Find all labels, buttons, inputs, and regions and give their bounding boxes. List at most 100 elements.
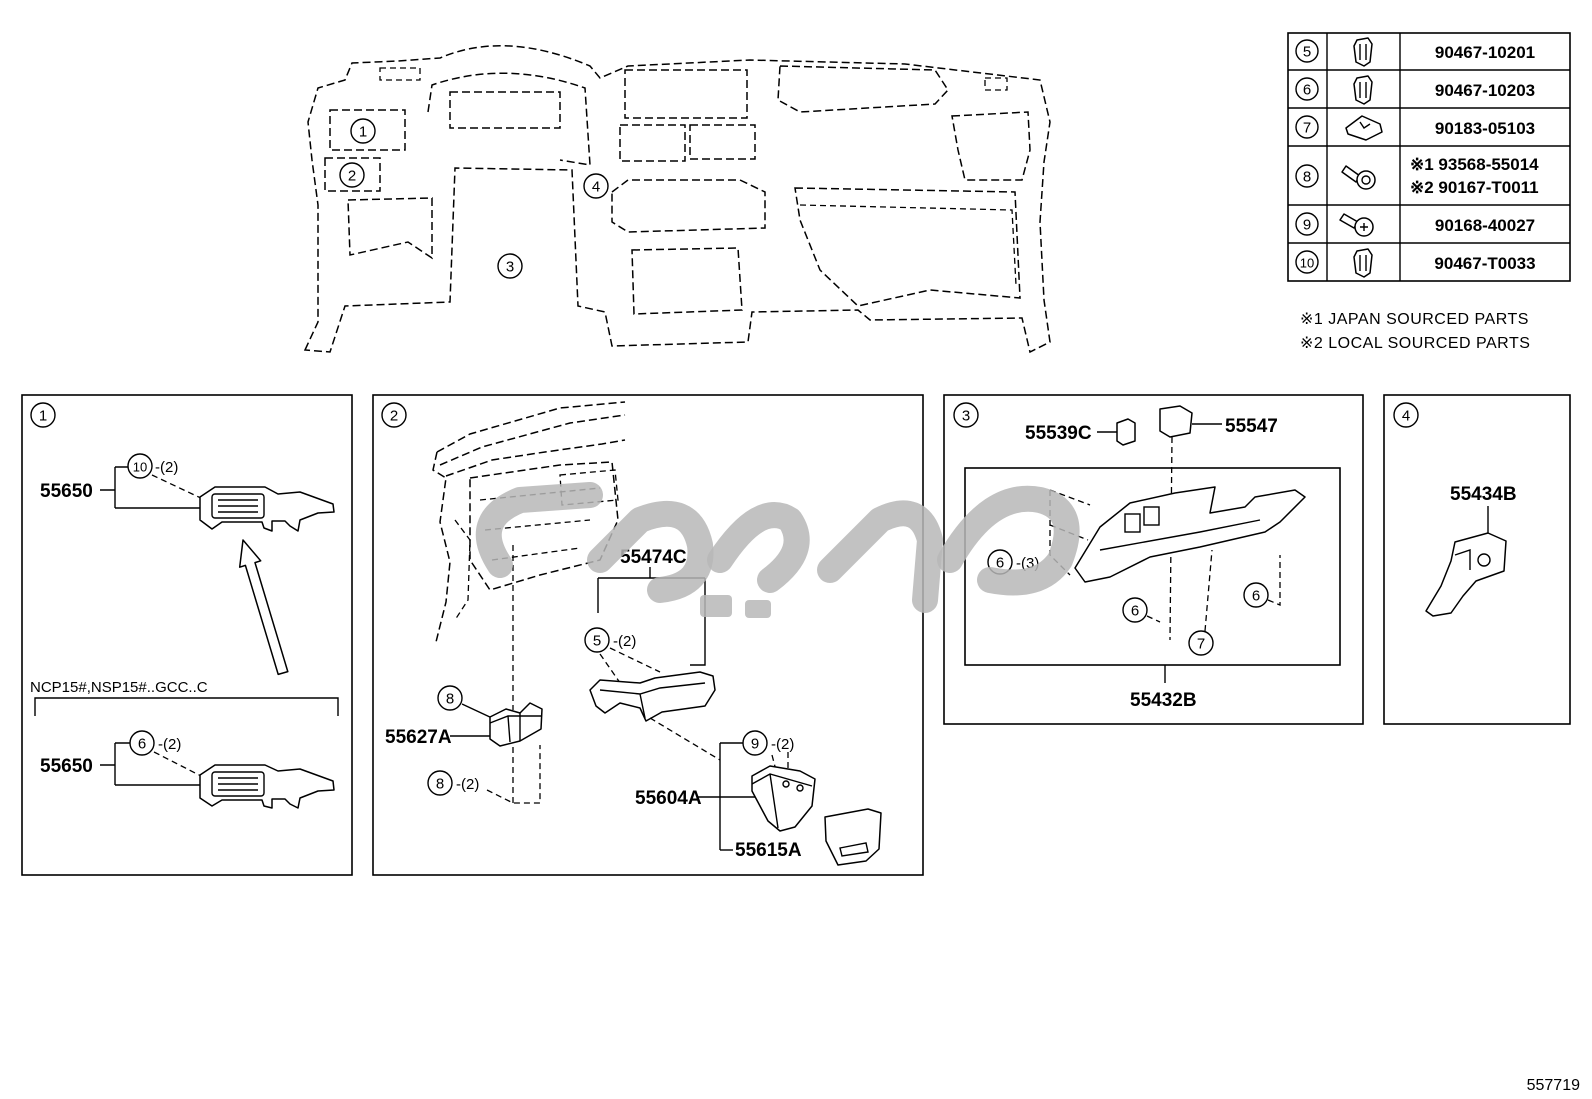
variant-note: NCP15#,NSP15#..GCC..C	[30, 679, 208, 696]
switch-part	[1116, 418, 1136, 446]
part-number-55604A: 55604A	[635, 788, 702, 809]
bracket-part	[489, 702, 543, 747]
center-vent-left-outline	[619, 124, 686, 162]
side-cover-part	[1425, 532, 1507, 617]
part-number-55434B: 55434B	[1450, 484, 1517, 505]
overview-label-2: 2	[339, 162, 365, 188]
area-2-outline	[324, 157, 381, 192]
part-number-55474C: 55474C	[620, 547, 687, 568]
panel-1-label: 1	[39, 408, 47, 425]
table-ref: 10	[1300, 256, 1314, 271]
clip-icon	[1353, 37, 1373, 67]
top-right-vent-outline	[777, 65, 949, 113]
screw-qty: -(2)	[771, 736, 794, 753]
right-vent-outline	[951, 111, 1031, 181]
table-ref: 9	[1303, 217, 1311, 234]
fastener-ref: 5	[593, 633, 601, 650]
part-number-55615A: 55615A	[735, 840, 802, 861]
table-ref: 8	[1303, 169, 1311, 186]
table-part-number: 90467-10203	[1435, 81, 1535, 100]
table-row: 6 90467-10203	[1295, 75, 1535, 105]
fastener-qty: -(2)	[613, 633, 636, 650]
side-vent-part	[199, 486, 335, 532]
part-number-55627A: 55627A	[385, 727, 452, 748]
overview-label-4: 4	[583, 173, 609, 199]
part-number-55547: 55547	[1225, 416, 1278, 437]
note-local-sourced: ※2 LOCAL SOURCED PARTS	[1300, 335, 1530, 352]
dashboard-hood	[427, 72, 591, 166]
dashboard-overview: 1 2 3 4	[303, 45, 1051, 354]
area-1-outline	[329, 109, 406, 151]
hole-cover-part	[1159, 405, 1193, 438]
nut-ref: 7	[1197, 636, 1205, 653]
overview-label-3-text: 3	[506, 259, 514, 276]
lower-left-outline	[347, 197, 433, 260]
instrument-cluster-outline	[449, 91, 561, 129]
top-small-box	[379, 67, 421, 81]
panel-2: 2 55474C 5 -(2) 8 55627A	[372, 394, 924, 876]
table-ref: 6	[1303, 82, 1311, 99]
glovebox-inner	[799, 204, 1017, 286]
top-right-small-box	[984, 77, 1008, 91]
screw-ref-bottom: 8	[436, 776, 444, 793]
fastener-ref: 10	[133, 460, 147, 475]
center-lower-outline	[631, 247, 743, 315]
pocket-cover-part	[824, 808, 882, 866]
part-number-55539C: 55539C	[1025, 423, 1092, 444]
part-number-55650-variant: 55650	[40, 756, 93, 777]
panel-3-label: 3	[962, 408, 970, 425]
part-number-55650: 55650	[40, 481, 93, 502]
table-ref: 5	[1303, 44, 1311, 61]
note-japan-sourced: ※1 JAPAN SOURCED PARTS	[1300, 311, 1529, 328]
watermark-logo	[475, 482, 1080, 618]
center-vent-right-outline	[689, 124, 756, 160]
table-part-number-japan: ※1 93568-55014	[1410, 155, 1539, 174]
table-part-number: 90183-05103	[1435, 119, 1535, 138]
fastener-legend-table: 5 90467-10201 6 90467-10203 7	[1287, 32, 1571, 282]
panel-4: 4 55434B	[1383, 394, 1571, 725]
clip-icon	[1353, 75, 1373, 105]
screw-qty: -(2)	[456, 776, 479, 793]
area-4-outline	[611, 179, 766, 233]
location-arrow	[238, 539, 289, 676]
side-vent-part-variant	[199, 764, 335, 809]
table-row: 10 90467-T0033	[1295, 248, 1536, 278]
table-ref: 7	[1303, 120, 1311, 137]
table-row: 8 ※1 93568-55014 ※2 90167-T0011	[1295, 155, 1539, 197]
fastener-ref: 6	[138, 736, 146, 753]
glovebox-outline	[794, 187, 1021, 307]
panel-4-label: 4	[1402, 408, 1410, 425]
overview-label-2-text: 2	[348, 168, 356, 185]
panel-2-label: 2	[390, 408, 398, 425]
table-row: 5 90467-10201	[1295, 37, 1535, 67]
clip-ref-mid: 6	[1131, 603, 1139, 620]
clip-ref-right: 6	[1252, 588, 1260, 605]
sourcing-notes: ※1 JAPAN SOURCED PARTS ※2 LOCAL SOURCED …	[1300, 311, 1530, 352]
center-upper-outline	[624, 69, 748, 119]
lower-instrument-panel-part	[1074, 486, 1306, 583]
diagram-id: 557719	[1527, 1077, 1580, 1094]
screw-icon	[1339, 213, 1374, 237]
clip-ref-left: 6	[996, 555, 1004, 572]
panel-1: 1 55650 10 -(2) NCP15#,NSP15#..GCC..C 55…	[21, 394, 353, 876]
overview-label-1-text: 1	[359, 124, 367, 141]
table-part-number: 90467-10201	[1435, 43, 1535, 62]
screw-ref: 9	[751, 736, 759, 753]
center-duct-part	[589, 671, 716, 722]
table-row: 7 90183-05103	[1295, 115, 1535, 141]
screw-ref-top: 8	[446, 691, 454, 708]
fastener-qty: -(2)	[158, 736, 181, 753]
fastener-qty: -(2)	[155, 459, 178, 476]
table-row: 9 90168-40027	[1295, 212, 1535, 237]
table-part-number: 90467-T0033	[1434, 254, 1535, 273]
table-part-number: 90168-40027	[1435, 216, 1535, 235]
table-part-number-local: ※2 90167-T0011	[1410, 178, 1539, 197]
overview-label-1: 1	[350, 118, 376, 144]
dashboard-outline	[303, 45, 1051, 354]
overview-label-4-text: 4	[592, 179, 600, 196]
panel-3: 3 55539C 55547 6 -(3) 6 7 6 55432B	[943, 394, 1364, 725]
overview-label-3: 3	[497, 253, 523, 279]
clip-icon	[1353, 248, 1373, 278]
screw-icon	[1341, 165, 1376, 190]
